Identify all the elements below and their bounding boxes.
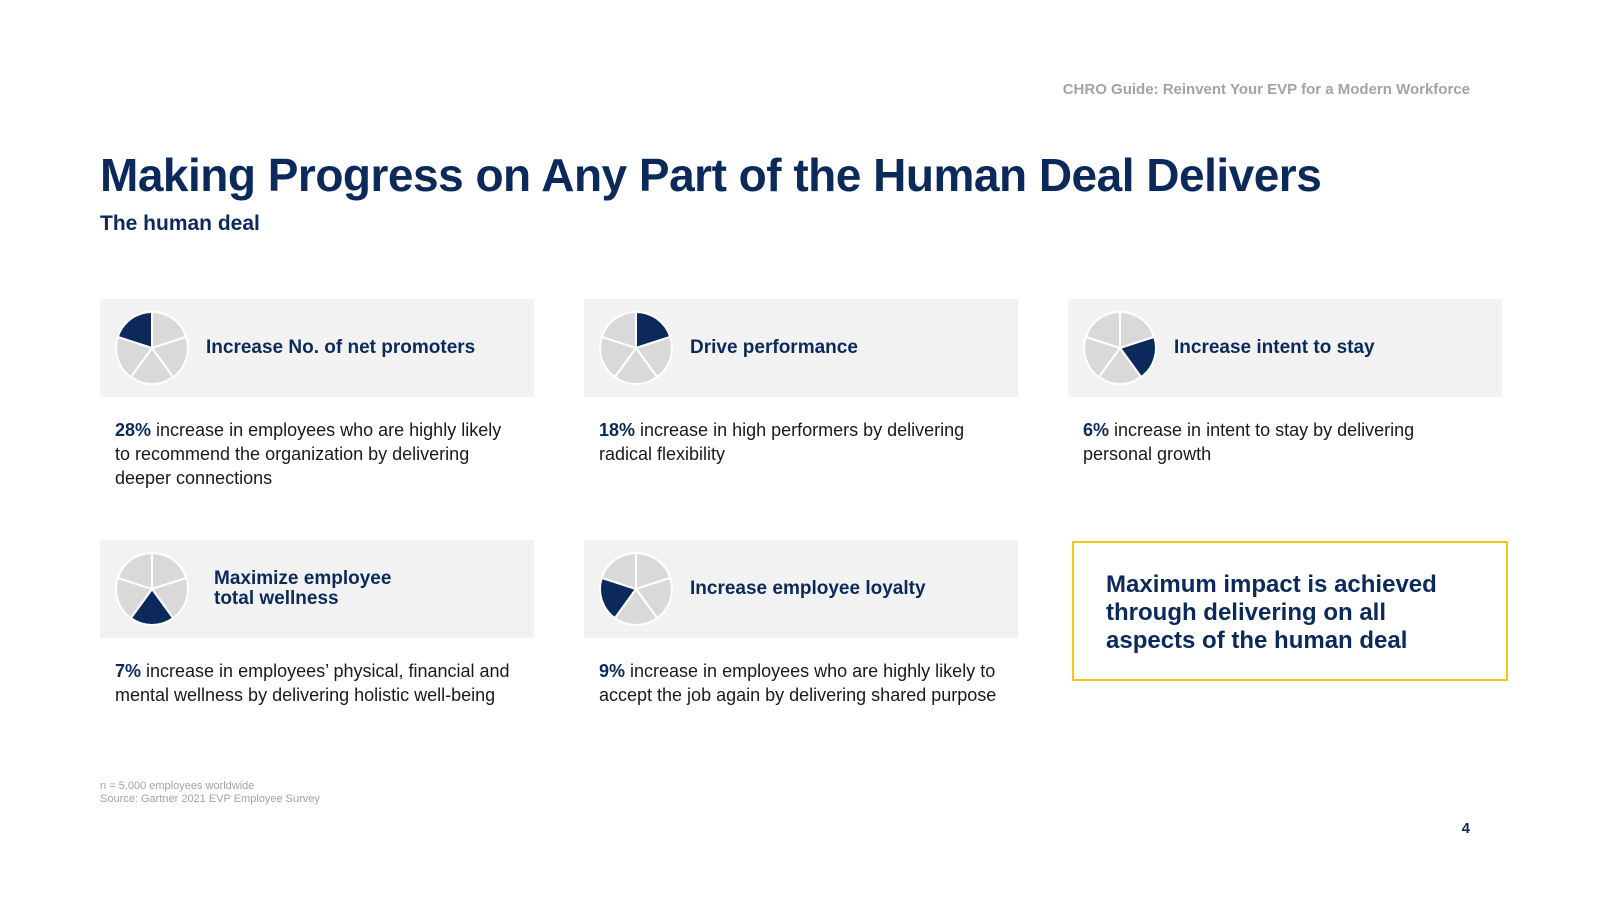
card-stat: 7%	[115, 661, 142, 681]
pie-chart-icon	[1083, 310, 1157, 385]
card-label: Drive performance	[690, 337, 858, 358]
pie-chart-icon	[115, 310, 189, 385]
card-label: Increase intent to stay	[1174, 337, 1375, 358]
pie-slice	[600, 551, 637, 591]
pie-slice	[129, 346, 175, 385]
card-header-intent-to-stay: Increase intent to stay	[1068, 299, 1502, 397]
pie-chart-icon	[115, 551, 189, 626]
card-stat: 28%	[115, 420, 152, 440]
card-text-intent-to-stay: 6% increase in intent to stay by deliver…	[1083, 418, 1483, 466]
pie-slice-highlighted	[599, 576, 638, 620]
pie-slice	[150, 576, 189, 620]
pie-slice-highlighted	[1118, 335, 1157, 379]
card-text-employee-loyalty: 9% increase in employees who are highly …	[599, 659, 999, 707]
footnote: n = 5,000 employees worldwide Source: Ga…	[100, 780, 320, 806]
card-text-total-wellness: 7% increase in employees’ physical, fina…	[115, 659, 515, 707]
card-description: increase in employees who are highly lik…	[599, 661, 997, 705]
card-header-drive-performance: Drive performance	[584, 299, 1018, 397]
callout-box: Maximum impact is achieved through deliv…	[1072, 541, 1508, 681]
card-header-total-wellness: Maximize employee total wellness	[100, 540, 534, 638]
card-text-net-promoters: 28% increase in employees who are highly…	[115, 418, 515, 490]
guide-title: CHRO Guide: Reinvent Your EVP for a Mode…	[1062, 81, 1470, 98]
pie-slice	[600, 310, 637, 350]
card-description: increase in employees’ physical, financi…	[115, 661, 510, 705]
footnote-source: Source: Gartner 2021 EVP Employee Survey	[100, 793, 320, 805]
pie-slice	[150, 335, 189, 379]
pie-slice	[115, 576, 154, 620]
pie-slice	[1084, 310, 1121, 350]
pie-chart-icon	[599, 310, 673, 385]
card-label: Increase employee loyalty	[690, 578, 926, 599]
card-header-net-promoters: Increase No. of net promoters	[100, 299, 534, 397]
card-stat: 9%	[599, 661, 626, 681]
pie-slice	[634, 335, 673, 379]
page-title: Making Progress on Any Part of the Human…	[100, 149, 1322, 201]
pie-slice-highlighted	[116, 310, 153, 350]
pie-slice	[613, 346, 659, 385]
card-label: Maximize employee total wellness	[214, 568, 392, 609]
pie-slice	[634, 576, 673, 620]
pie-slice-highlighted	[129, 587, 175, 626]
card-description: increase in high performers by deliverin…	[599, 420, 965, 464]
pie-slice	[116, 551, 153, 591]
card-stat: 6%	[1083, 420, 1110, 440]
pie-slice	[599, 335, 638, 379]
page-number: 4	[1461, 820, 1470, 837]
pie-chart-icon	[599, 551, 673, 626]
pie-slice	[1083, 335, 1122, 379]
page-subtitle: The human deal	[100, 212, 260, 235]
card-text-drive-performance: 18% increase in high performers by deliv…	[599, 418, 999, 466]
pie-slice	[1097, 346, 1143, 385]
card-header-employee-loyalty: Increase employee loyalty	[584, 540, 1018, 638]
pie-slice	[613, 587, 659, 626]
card-stat: 18%	[599, 420, 636, 440]
footnote-sample: n = 5,000 employees worldwide	[100, 780, 255, 792]
card-label: Increase No. of net promoters	[206, 337, 476, 358]
card-description: increase in employees who are highly lik…	[115, 420, 502, 488]
card-description: increase in intent to stay by delivering…	[1083, 420, 1415, 464]
pie-slice	[115, 335, 154, 379]
